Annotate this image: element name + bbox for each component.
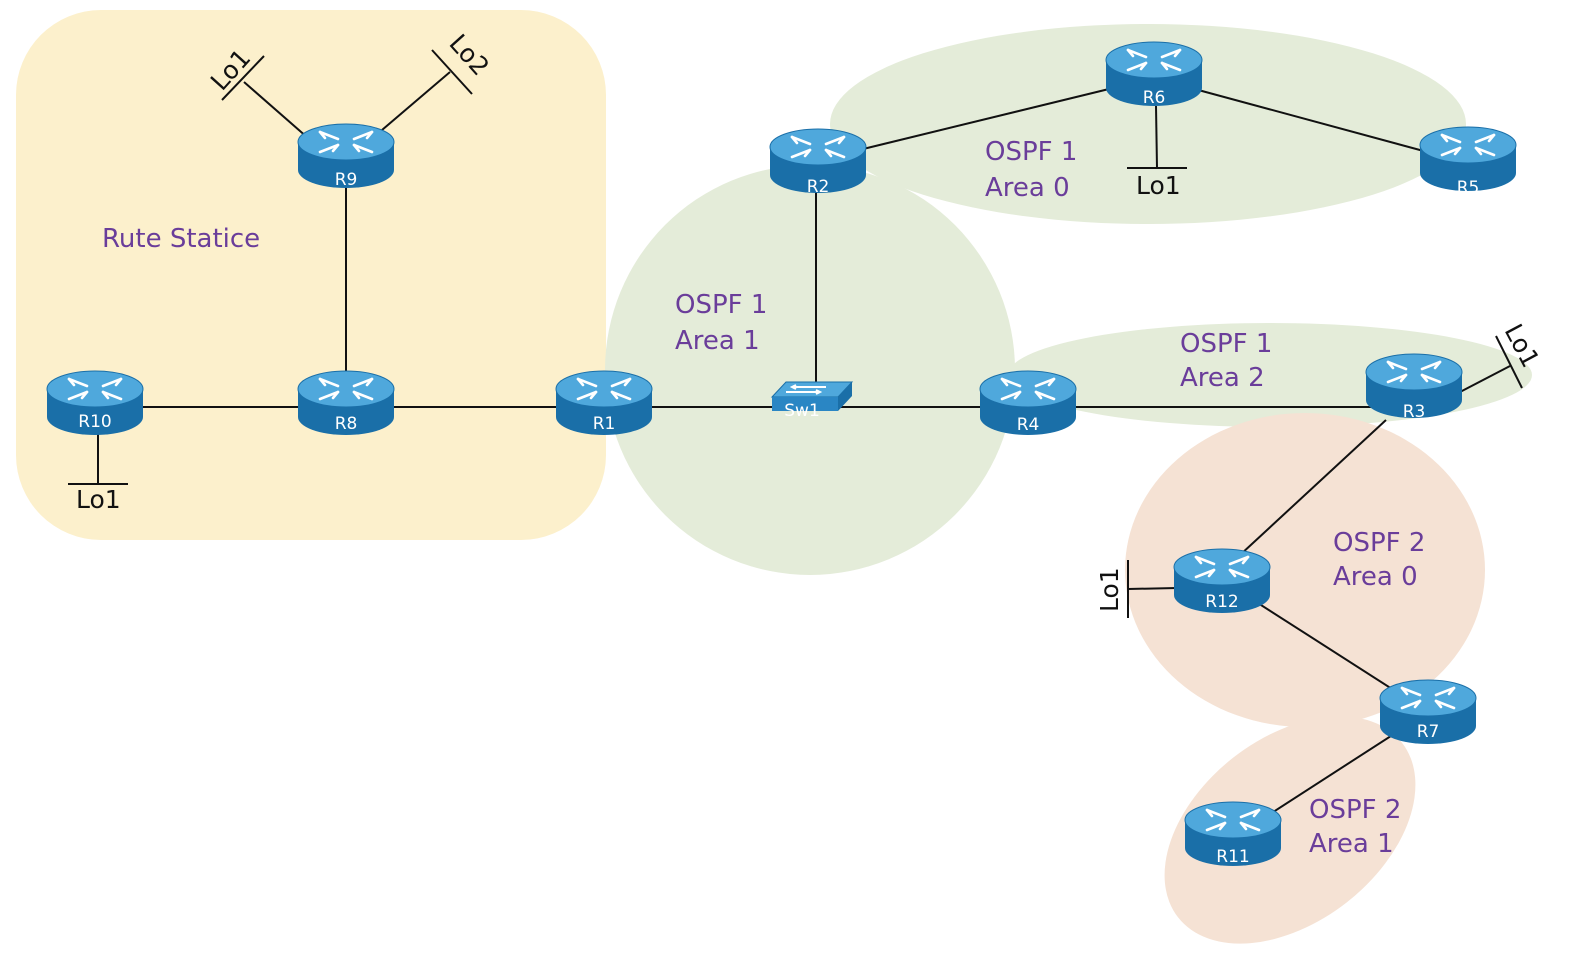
zone-label-ospf1-area0-line2: Area 0 [985, 173, 1070, 203]
router-r3-label: R3 [1403, 402, 1426, 422]
router-r1[interactable]: R1 [554, 369, 654, 437]
router-r6-label: R6 [1143, 88, 1166, 108]
zone-label-ospf1-area1-line2: Area 1 [675, 326, 760, 356]
link-r3-r12 [1239, 419, 1387, 556]
zone-label-ospf2-area1-line1: OSPF 2 [1309, 795, 1401, 825]
ospf1-area1-zone [605, 165, 1015, 575]
router-r1-label: R1 [593, 414, 616, 434]
router-r7-label: R7 [1417, 722, 1440, 742]
router-r4[interactable]: R4 [978, 369, 1078, 437]
router-r8-label: R8 [335, 414, 358, 434]
router-r9-label: R9 [335, 170, 358, 190]
router-r10[interactable]: R10 [45, 369, 145, 437]
router-r12[interactable]: R12 [1172, 547, 1272, 615]
ospf1-area0-zone [830, 24, 1466, 224]
link-r6-r5 [1153, 77, 1469, 164]
router-r4-label: R4 [1017, 415, 1040, 435]
router-r3[interactable]: R3 [1364, 352, 1464, 422]
router-r2[interactable]: R2 [768, 127, 868, 197]
static-routes-zone [16, 10, 606, 540]
ospf2-area1-zone [1164, 716, 1416, 944]
ospf2-area0-zone [1125, 413, 1485, 727]
router-r5[interactable]: R5 [1418, 125, 1518, 198]
router-r12-label: R12 [1205, 592, 1238, 612]
zone-label-ospf1-area2-line2: Area 2 [1180, 363, 1265, 393]
switch-sw1[interactable]: Sw1 [771, 381, 853, 421]
zone-label-ospf2-area1-line2: Area 1 [1309, 829, 1394, 859]
router-r2-label: R2 [807, 177, 830, 197]
loopback-r6-lo1: Lo1 [1127, 105, 1187, 200]
router-r9[interactable]: R9 [296, 122, 396, 190]
router-r6[interactable]: R6 [1104, 40, 1204, 108]
loopback-r12-lo1: Lo1 [1095, 560, 1178, 618]
zone-label-static: Rute Statice [102, 224, 260, 254]
zone-label-ospf2-area0-line1: OSPF 2 [1333, 528, 1425, 558]
svg-text:Lo1: Lo1 [1095, 567, 1124, 612]
router-r10-label: R10 [78, 412, 111, 432]
zone-label-ospf1-area1-line1: OSPF 1 [675, 290, 767, 320]
svg-text:Lo1: Lo1 [76, 485, 121, 514]
zone-label-ospf1-area0-line1: OSPF 1 [985, 137, 1077, 167]
router-r11-label: R11 [1216, 847, 1249, 867]
link-r2-r6 [817, 77, 1155, 161]
router-r7[interactable]: R7 [1378, 678, 1478, 746]
router-r8[interactable]: R8 [296, 369, 396, 437]
svg-text:Lo1: Lo1 [1136, 171, 1181, 200]
router-r11[interactable]: R11 [1183, 800, 1283, 868]
zone-label-ospf2-area0-line2: Area 0 [1333, 562, 1418, 592]
switch-sw1-label: Sw1 [784, 401, 820, 421]
router-r5-label: R5 [1457, 178, 1480, 198]
zone-label-ospf1-area2-line1: OSPF 1 [1180, 329, 1272, 359]
loopback-r10-lo1: Lo1 [68, 434, 128, 514]
